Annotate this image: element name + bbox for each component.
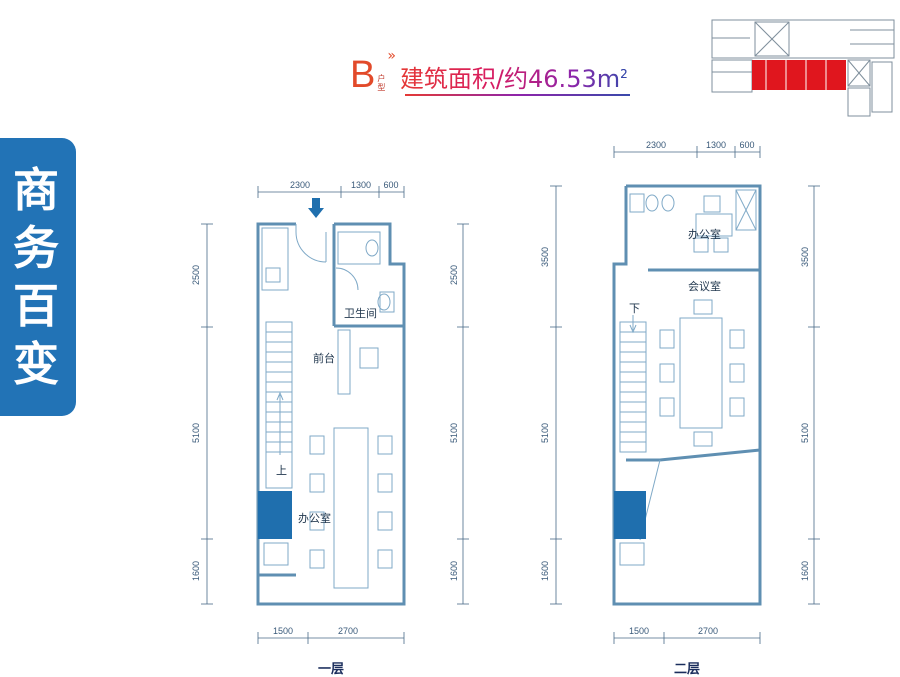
dim-label: 1600 — [449, 561, 459, 581]
dim-label: 3500 — [540, 247, 550, 267]
banner-char: 商 — [13, 163, 59, 217]
banner-char: 务 — [13, 221, 59, 275]
floor2-dimensions — [550, 146, 820, 644]
floor2-label: 二层 — [674, 662, 701, 677]
side-banner: 商 务 百 变 — [0, 138, 76, 416]
floor1-stairs — [265, 321, 293, 489]
stair-label-up: 上 — [276, 464, 287, 477]
dim-label: 2300 — [290, 180, 310, 190]
room-label-office: 办公室 — [688, 227, 721, 241]
dim-label: 1600 — [191, 561, 201, 581]
chevron-icon: » — [387, 48, 396, 64]
dim-label: 5100 — [191, 423, 201, 443]
stair-label-down: 下 — [629, 302, 640, 315]
room-label-bathroom: 卫生间 — [344, 306, 377, 320]
room-label-reception: 前台 — [313, 351, 335, 365]
dim-label: 600 — [383, 180, 398, 190]
dim-label: 2700 — [698, 626, 718, 636]
banner-char: 百 — [13, 279, 59, 333]
dim-label: 5100 — [540, 423, 550, 443]
floor1-label: 一层 — [318, 662, 345, 677]
floor1-stair-block — [258, 491, 292, 539]
dim-label: 5100 — [449, 423, 459, 443]
entrance-arrow-icon — [308, 198, 324, 218]
dim-label: 1600 — [540, 561, 550, 581]
floor1-table — [263, 427, 393, 589]
dim-label: 2500 — [191, 265, 201, 285]
page-title: B 户 型 » 建筑面积/约46.53m2 — [350, 46, 628, 94]
floor2-walls — [612, 184, 762, 606]
title-underline — [405, 94, 630, 96]
dim-label: 3500 — [800, 247, 810, 267]
dim-label: 1500 — [629, 626, 649, 636]
dim-label: 2300 — [646, 140, 666, 150]
dim-label: 5100 — [800, 423, 810, 443]
floor1-dimensions — [201, 186, 469, 644]
floor2-stair-block — [614, 491, 646, 539]
dim-label: 1300 — [706, 140, 726, 150]
unit-type-line: 型 — [377, 83, 386, 92]
highlighted-unit — [752, 60, 846, 90]
room-label-meeting: 会议室 — [688, 279, 721, 293]
unit-type-line: 户 — [377, 74, 386, 83]
key-plan — [711, 19, 895, 117]
dim-label: 1300 — [351, 180, 371, 190]
banner-char: 变 — [13, 337, 59, 391]
room-label-office: 办公室 — [298, 511, 331, 525]
area-title: 建筑面积/约46.53m2 — [400, 59, 628, 94]
dim-label: 2700 — [338, 626, 358, 636]
dim-label: 600 — [739, 140, 754, 150]
floor1-inner-lines — [261, 224, 395, 395]
unit-letter: B — [350, 54, 376, 96]
dim-label: 1600 — [800, 561, 810, 581]
floor2-stairs — [619, 315, 647, 453]
floor1-walls — [256, 222, 406, 606]
unit-type-label: 户 型 — [377, 74, 385, 92]
area-superscript: 2 — [620, 67, 628, 81]
dim-label: 1500 — [273, 626, 293, 636]
dim-label: 2500 — [449, 265, 459, 285]
